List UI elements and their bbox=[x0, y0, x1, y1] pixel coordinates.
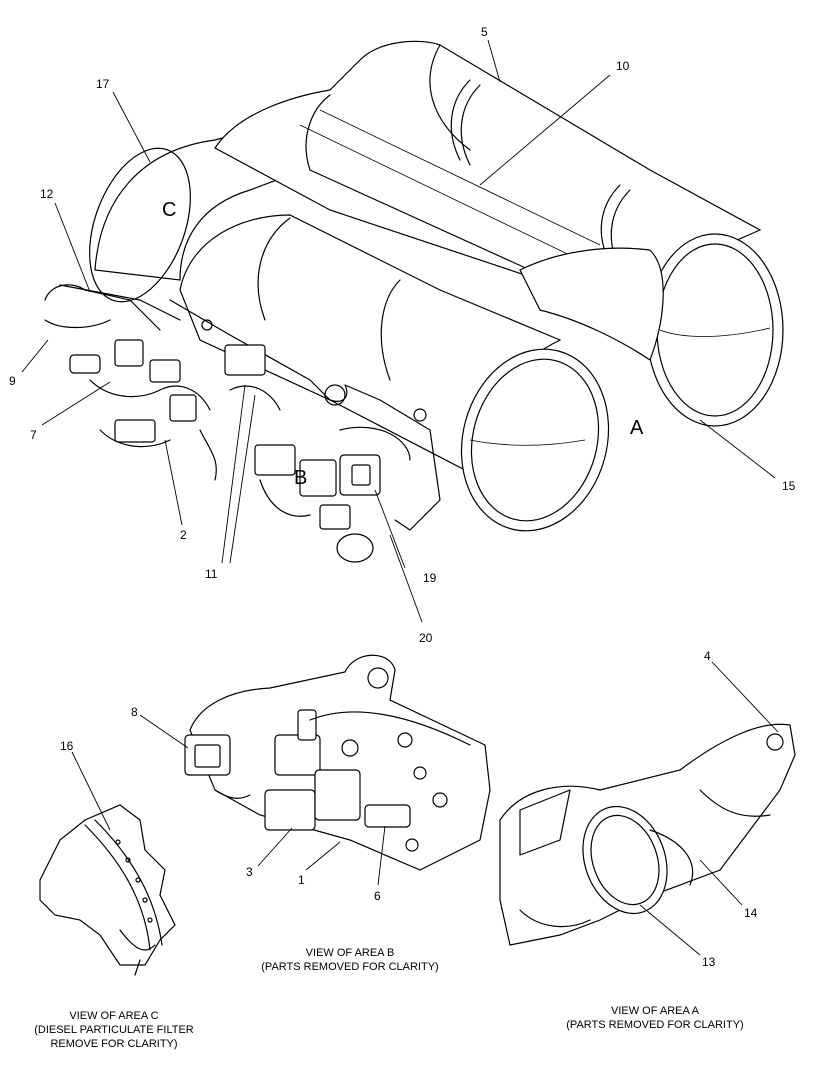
caption-area-c-line2: (DIESEL PARTICULATE FILTER bbox=[34, 1023, 194, 1036]
main-assembly bbox=[44, 40, 784, 563]
view-area-b-drawing bbox=[139, 654, 491, 886]
callout-20: 20 bbox=[419, 631, 433, 645]
elbow-duct bbox=[519, 247, 664, 361]
caption-area-c-line3: REMOVE FOR CLARITY) bbox=[50, 1037, 178, 1050]
callout-1: 1 bbox=[298, 873, 305, 887]
callout-11: 11 bbox=[205, 567, 218, 581]
callout-3: 3 bbox=[246, 865, 253, 879]
clamp-band-upper-1 bbox=[450, 79, 471, 161]
callout-2: 2 bbox=[180, 528, 187, 542]
callout-14: 14 bbox=[744, 906, 758, 920]
caption-area-c-line1: VIEW OF AREA C bbox=[69, 1010, 159, 1022]
callout-12: 12 bbox=[40, 187, 54, 201]
caption-area-a: VIEW OF AREA A (PARTS REMOVED FOR CLARIT… bbox=[540, 1005, 770, 1033]
mounting-plate bbox=[169, 299, 441, 531]
callout-9: 9 bbox=[9, 374, 16, 388]
valve-cluster-b bbox=[254, 426, 411, 563]
caption-area-b-line2: (PARTS REMOVED FOR CLARITY) bbox=[261, 960, 439, 973]
caption-area-b-line1: VIEW OF AREA B bbox=[305, 947, 395, 959]
callout-8: 8 bbox=[131, 705, 138, 719]
outlet-front bbox=[460, 348, 610, 532]
callout-19: 19 bbox=[423, 571, 437, 585]
caption-area-a-line2: (PARTS REMOVED FOR CLARITY) bbox=[566, 1018, 744, 1031]
sensor-harness-left bbox=[44, 284, 281, 481]
caption-area-a-line1: VIEW OF AREA A bbox=[610, 1005, 700, 1017]
caption-area-c: VIEW OF AREA C (DIESEL PARTICULATE FILTE… bbox=[4, 1010, 224, 1051]
callout-6: 6 bbox=[374, 889, 381, 903]
callout-10: 10 bbox=[616, 59, 630, 73]
caption-area-b: VIEW OF AREA B (PARTS REMOVED FOR CLARIT… bbox=[250, 947, 450, 975]
callout-13: 13 bbox=[702, 955, 716, 969]
view-area-c-drawing bbox=[39, 751, 176, 976]
callout-5: 5 bbox=[481, 25, 488, 39]
leader-lines-main bbox=[21, 39, 776, 623]
area-label-b: B bbox=[294, 467, 308, 489]
callout-4: 4 bbox=[704, 649, 711, 663]
view-area-a-drawing bbox=[499, 661, 796, 956]
area-label-c: C bbox=[162, 199, 177, 221]
area-label-a: A bbox=[630, 417, 644, 439]
callout-16: 16 bbox=[60, 739, 74, 753]
callout-7: 7 bbox=[30, 428, 37, 442]
callout-15: 15 bbox=[782, 479, 796, 493]
callout-17: 17 bbox=[96, 77, 110, 91]
